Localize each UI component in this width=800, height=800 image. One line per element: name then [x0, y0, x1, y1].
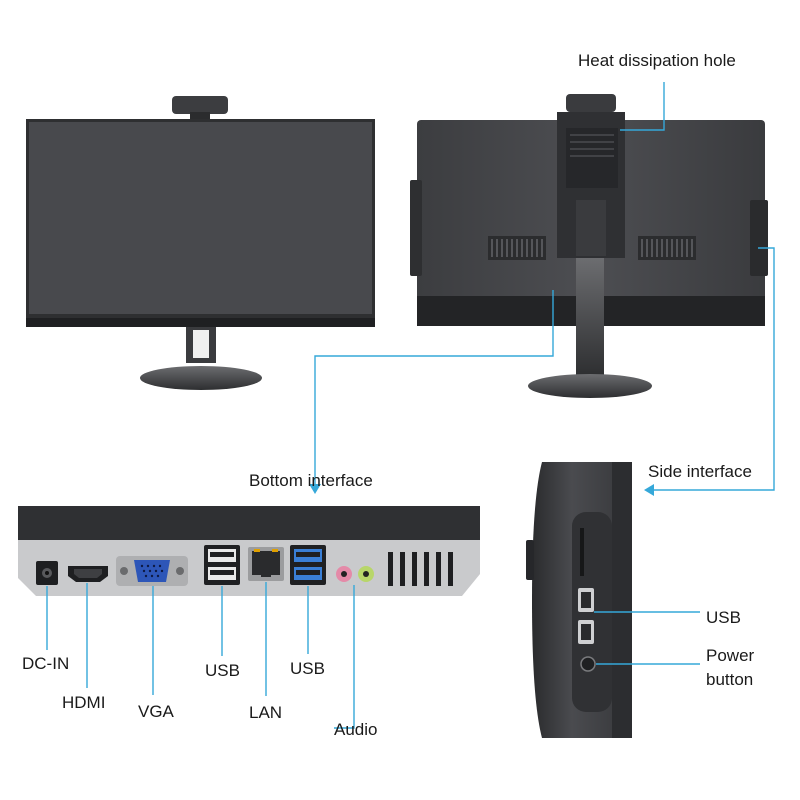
dc-in-label: DC-IN — [22, 654, 70, 673]
front-monitor — [26, 96, 375, 390]
audio-label: Audio — [334, 720, 378, 739]
vga-port-icon — [116, 556, 188, 586]
power-button-label-line2: button — [706, 670, 754, 689]
bottom-vents — [388, 552, 453, 586]
usb3-port-icon — [290, 545, 326, 585]
usb-right-label: USB — [290, 659, 325, 678]
front-stand-base — [140, 366, 262, 390]
vent-right — [638, 236, 696, 260]
usb-side-label: USB — [706, 608, 741, 627]
side-interface-label: Side interface — [648, 462, 752, 481]
lan-label: LAN — [249, 703, 283, 722]
dc-in-port-icon — [36, 561, 58, 585]
hdmi-port-icon — [68, 566, 108, 582]
usb-port-icon — [204, 545, 240, 585]
leader-lines — [46, 82, 775, 729]
back-webcam — [566, 94, 616, 112]
hdmi-label: HDMI — [62, 693, 106, 712]
front-screen — [29, 122, 372, 314]
vga-label: VGA — [138, 702, 174, 721]
back-monitor — [410, 94, 768, 398]
usb-left-label: USB — [205, 661, 240, 680]
power-button-label-line1: Power — [706, 646, 755, 665]
back-stand-base — [528, 374, 652, 398]
bottom-interface-panel — [18, 506, 480, 596]
side-usb-port-icon — [578, 588, 594, 644]
heat-dissipation-hole-label: Heat dissipation hole — [578, 51, 736, 70]
vent-left — [488, 236, 546, 260]
power-button-icon — [580, 656, 596, 672]
back-stand-neck — [576, 258, 604, 378]
side-interface-panel — [526, 462, 632, 738]
audio-jack-icon — [336, 566, 374, 582]
webcam — [172, 96, 228, 114]
bottom-interface-label: Bottom interface — [249, 471, 373, 490]
card-slot — [580, 528, 584, 576]
lan-port-icon — [248, 547, 284, 581]
